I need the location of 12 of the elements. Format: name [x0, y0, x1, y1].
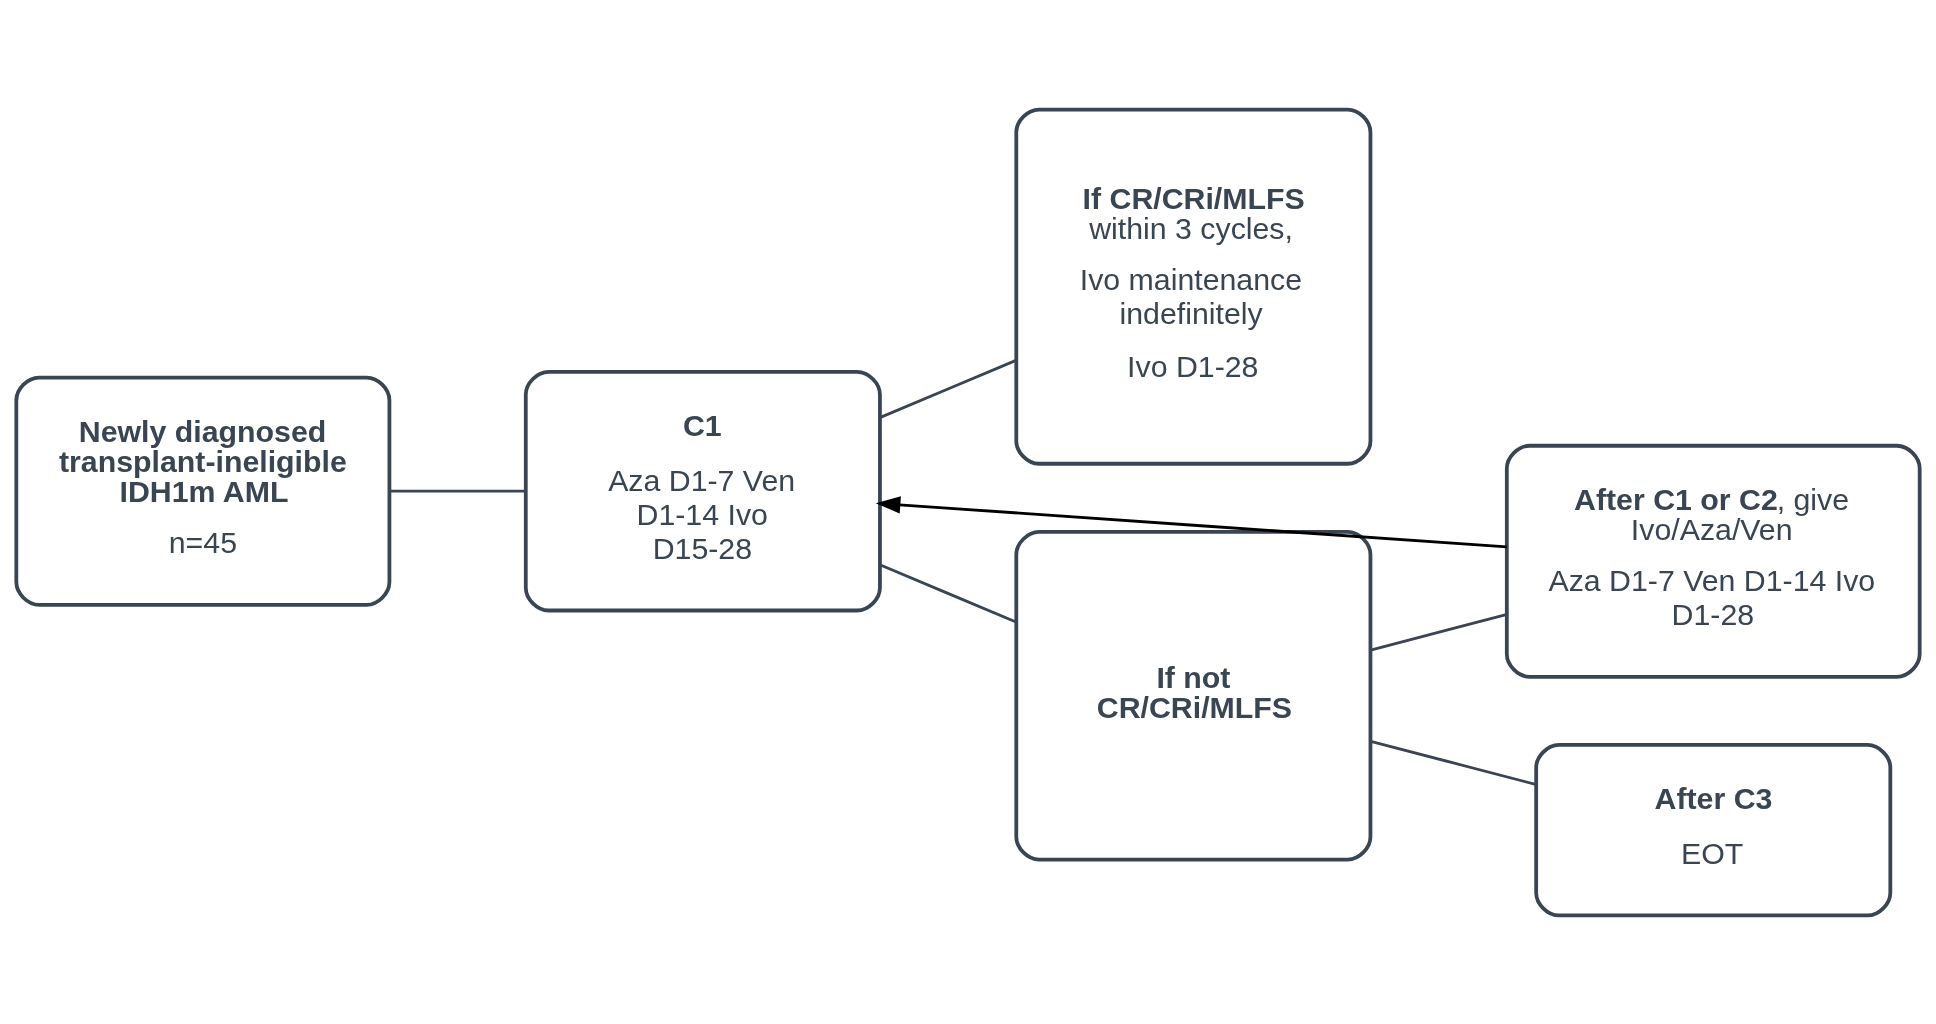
node-box: If CR/CRi/MLFS within 3 cycles, Ivo maintenance indefinitely Ivo D1-28: [1014, 107, 1373, 466]
connector: [1370, 739, 1536, 786]
node-box: After C3 EOT: [1534, 742, 1893, 917]
node-box: If not CR/CRi/MLFS: [1014, 529, 1373, 861]
connector: [879, 563, 1017, 623]
node-box: After C1 or C2, give Ivo/Aza/Ven Aza D1-7 Ven D1-14 Ivo D1-28: [1504, 443, 1922, 679]
connector: [879, 358, 1017, 419]
arrow: [875, 495, 1507, 548]
connector: [1370, 612, 1507, 651]
node-box: Newly diagnosed transplant-ineligible IDH1m AML n=45: [14, 375, 392, 607]
node-box: C1 Aza D1-7 Ven D1-14 Ivo D15-28: [523, 369, 882, 612]
connector: [389, 489, 526, 493]
